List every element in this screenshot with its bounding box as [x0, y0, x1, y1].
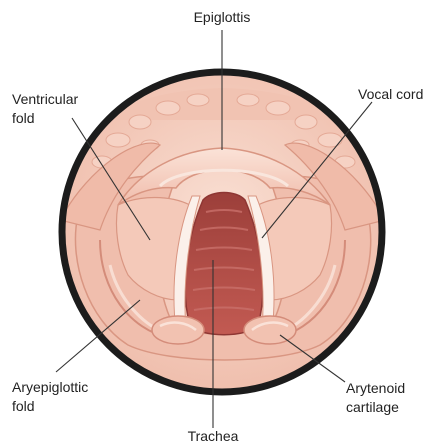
ventricular-fold-label-line2: fold: [12, 110, 35, 126]
epiglottis-label: Epiglottis: [194, 9, 251, 25]
aryepiglottic-fold-label-line2: fold: [12, 398, 35, 414]
vocal-cord-label: Vocal cord: [358, 86, 423, 102]
ventricular-fold-label-line1: Ventricular: [12, 91, 78, 107]
aryepiglottic-fold-label-line1: Aryepiglottic: [12, 379, 88, 395]
arytenoid-cartilage-label-line2: cartilage: [346, 399, 399, 415]
left-arytenoid-shape: [152, 316, 204, 344]
arytenoid-cartilage-label-line1: Arytenoid: [346, 380, 405, 396]
trachea-label: Trachea: [188, 428, 239, 444]
right-arytenoid-shape: [244, 316, 296, 344]
